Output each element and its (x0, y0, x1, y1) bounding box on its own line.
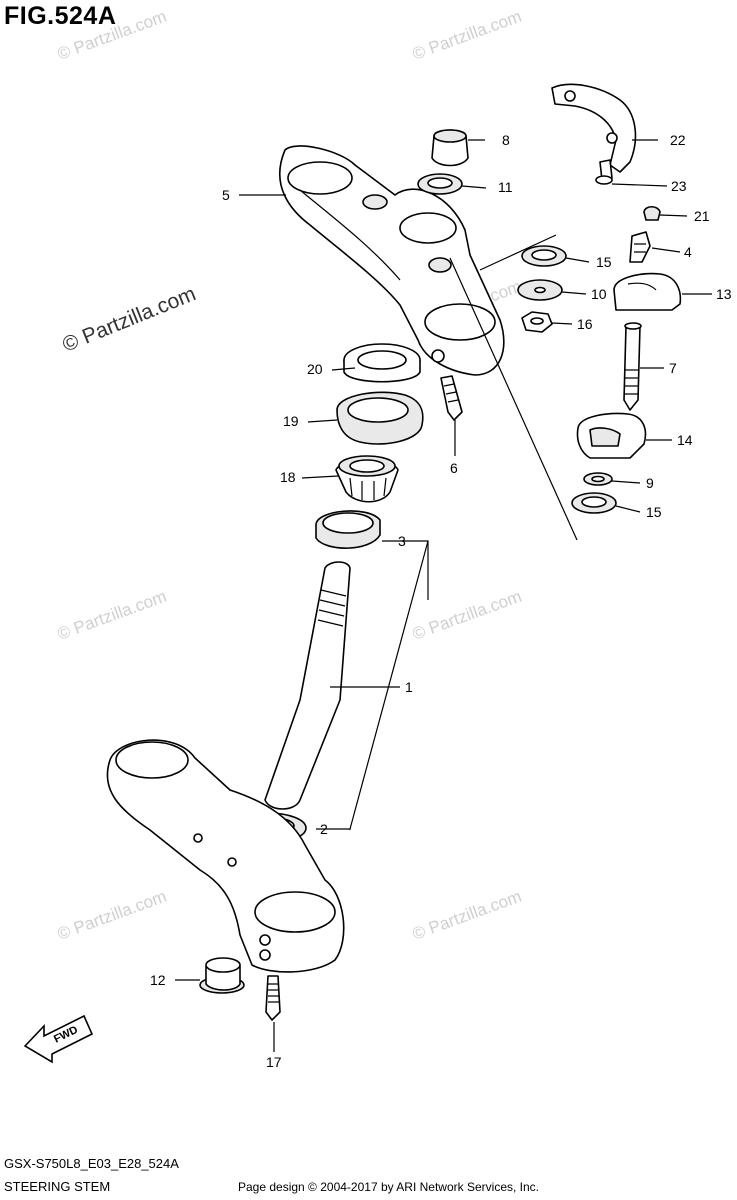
holder-long-bolt (623, 322, 642, 411)
figure-title: FIG.524A (4, 2, 117, 30)
cap-nut (431, 129, 469, 167)
watermark-faint-1: © Partzilla.com (55, 7, 169, 64)
callout-11: 11 (498, 179, 513, 195)
watermark-faint-5: © Partzilla.com (55, 887, 169, 944)
callout-1: 1 (405, 679, 413, 695)
leader-lines (175, 139, 712, 1052)
callout-10: 10 (591, 286, 607, 302)
lower-bracket (106, 739, 345, 973)
cushion-lower (571, 492, 617, 514)
clamp-bolt (440, 375, 463, 421)
steering-nut (343, 343, 421, 383)
upper-bracket (279, 145, 505, 376)
callout-16: 16 (577, 316, 593, 332)
bracket-bolt (595, 159, 613, 185)
watermark-faint-6: © Partzilla.com (410, 887, 524, 944)
lower-bolt (265, 975, 281, 1021)
callout-4: 4 (684, 244, 692, 260)
callout-15-upper: 15 (596, 254, 612, 270)
callout-17: 17 (266, 1054, 282, 1070)
callout-9: 9 (646, 475, 654, 491)
watermark-main: © Partzilla.com (59, 282, 199, 356)
callout-5: 5 (222, 187, 230, 203)
upper-race (315, 510, 381, 549)
callout-12: 12 (150, 972, 166, 988)
model-code: GSX-S750L8_E03_E28_524A (4, 1156, 179, 1171)
upper-holder (613, 272, 682, 311)
fwd-direction-badge: FWD (23, 1014, 94, 1064)
watermark-faint-4: © Partzilla.com (410, 587, 524, 644)
washer-11 (417, 173, 463, 195)
upper-bearing (335, 455, 399, 503)
callout-6: 6 (450, 460, 458, 476)
callout-18: 18 (280, 469, 296, 485)
callout-7: 7 (669, 360, 677, 376)
assembly-line (449, 257, 578, 541)
figure-name: STEERING STEM (4, 1179, 111, 1194)
lower-cap (199, 957, 245, 994)
callout-20: 20 (307, 361, 323, 377)
page-credit: Page design © 2004-2017 by ARI Network S… (238, 1180, 540, 1194)
washer-9 (583, 472, 613, 486)
cushion-upper (521, 245, 567, 267)
callout-13: 13 (716, 286, 732, 302)
callout-15-lower: 15 (646, 504, 662, 520)
callout-3: 3 (398, 533, 406, 549)
lower-holder (576, 412, 647, 459)
callout-23: 23 (671, 178, 687, 194)
watermark-faint-2: © Partzilla.com (410, 7, 524, 64)
callouts: 8 11 5 22 23 21 4 15 10 13 16 20 7 19 6 … (150, 132, 732, 1070)
washer-10 (517, 279, 563, 301)
callout-8: 8 (502, 132, 510, 148)
stem-shaft (264, 561, 351, 810)
dust-seal (336, 391, 424, 445)
nut-16 (521, 311, 553, 333)
callout-14: 14 (677, 432, 693, 448)
holder-bolt (629, 231, 651, 263)
bolt-cap (643, 205, 661, 221)
assembly-line-top (479, 234, 557, 271)
callout-22: 22 (670, 132, 686, 148)
callout-2: 2 (320, 821, 328, 837)
callout-19: 19 (283, 413, 299, 429)
callout-21: 21 (694, 208, 710, 224)
watermark-faint-3: © Partzilla.com (55, 587, 169, 644)
handlebar-bracket (551, 83, 637, 173)
